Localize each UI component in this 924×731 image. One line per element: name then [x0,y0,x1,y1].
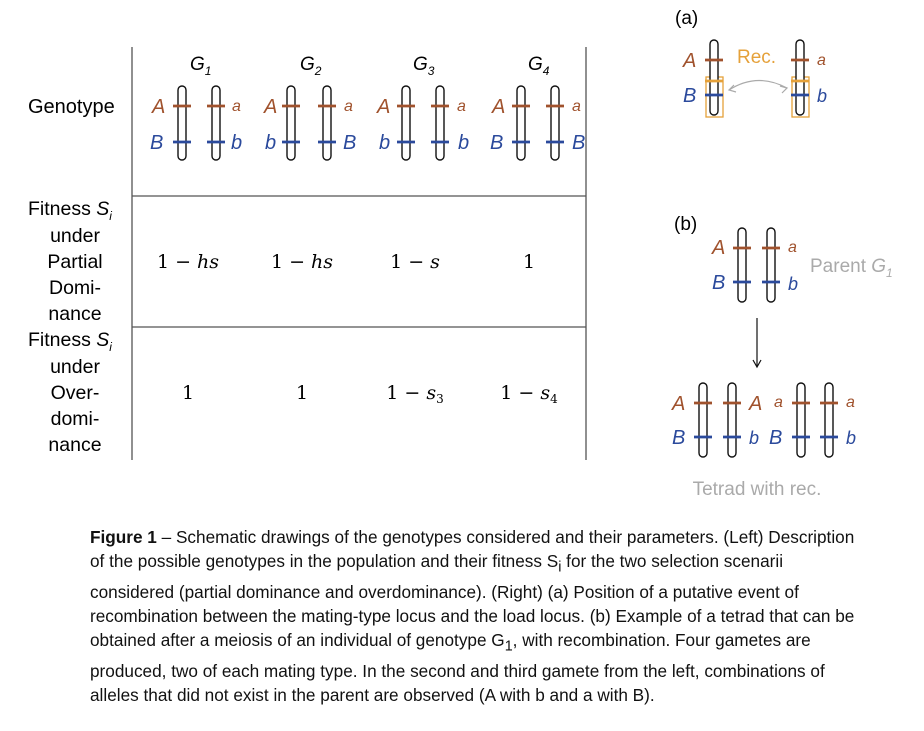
panel-b-parent: A B a b Parent G1 [711,227,893,303]
allele-label: b [379,132,390,154]
allele-label: B [490,132,503,154]
recombination-label: Rec. [737,47,776,68]
allele-label: a [457,98,466,115]
panel-b-tetrad: A B A b a B a b [671,382,856,458]
fitness-value: 1 − s [390,251,440,273]
allele-label: a [572,98,581,115]
allele-label: A [491,96,505,118]
row-label-line: under [50,356,100,378]
chromosome-icon [791,39,809,116]
caption-sub-2: 1 [504,638,513,655]
allele-label: B [572,132,585,154]
chromosome-icon [431,85,449,161]
allele-label: a [788,239,797,256]
allele-label: a [817,52,826,69]
allele-label: a [846,394,855,411]
genotype-cell-4: A B a B [490,85,585,161]
caption-sub: i [558,559,562,576]
allele-label: B [343,132,356,154]
chromosome-icon [762,227,780,303]
chromosome-icon [792,382,810,458]
allele-label: A [711,237,725,259]
allele-label: A [671,393,685,415]
allele-label: B [712,272,725,294]
chromosome-icon [173,85,191,161]
fitness-value: 1 − s4 [500,382,558,406]
chromosome-icon [282,85,300,161]
allele-label: B [150,132,163,154]
down-arrow-icon [752,318,762,369]
fitness-value: 1 [523,251,535,273]
allele-label: A [151,96,165,118]
row-label-line: Partial [47,251,102,273]
allele-label: A [376,96,390,118]
parent-label: Parent G1 [810,256,893,280]
row-label-line: Fitness Si [28,329,112,354]
allele-label: B [769,427,782,449]
allele-label: b [749,428,759,448]
row-label-line: nance [48,303,101,325]
allele-label: a [774,394,783,411]
panel-a-diagram: A B a b Rec. [682,39,827,118]
caption-text-2: for the two selection scenarii considere… [90,551,855,651]
chromosome-icon [733,227,751,303]
genotype-cell-2: A b a B [263,85,356,161]
col-header-3: G3 [413,54,435,78]
fitness-value: 1 [182,382,194,404]
allele-label: b [231,132,242,154]
row-label-line: nance [48,434,101,456]
genotype-cell-3: A b a b [376,85,469,161]
chromosome-icon [318,85,336,161]
fitness-value: 1 − hs [271,251,333,273]
chromosome-icon [207,85,225,161]
row-label-line: Over- [51,382,100,404]
genotype-cell-1: A B a b [150,85,242,161]
row-label-line: domi- [51,408,100,430]
allele-label: B [683,85,696,107]
caption-figure-number: Figure 1 [90,527,157,547]
row-label-overdominance: Fitness Si under Over- domi- nance [28,329,112,456]
fitness-value: 1 [296,382,308,404]
allele-label: A [748,393,762,415]
fitness-value: 1 − hs [157,251,219,273]
fitness-value: 1 − s3 [386,382,444,406]
caption-text-3: , with recombination. Four gametes are p… [90,630,825,706]
col-header-1: G1 [190,54,211,78]
allele-label: B [672,427,685,449]
double-arrow-icon [728,79,788,91]
row-label-line: under [50,225,100,247]
allele-label: b [788,274,798,294]
figure-canvas: G1 G2 G3 G4 Genotype A B a b A b [28,8,893,500]
figure-caption: Figure 1 – Schematic drawings of the gen… [90,525,860,707]
chromosome-icon [723,382,741,458]
allele-label: b [817,86,827,106]
allele-label: a [232,98,241,115]
chromosome-icon [546,85,564,161]
allele-label: a [344,98,353,115]
panel-a-label: (a) [675,8,698,29]
chromosome-icon [705,39,723,116]
panel-b-label: (b) [674,214,697,235]
genotype-row-label: Genotype [28,96,115,118]
allele-label: b [265,132,276,154]
row-label-partial-dominance: Fitness Si under Partial Domi- nance [28,198,112,325]
caption-text: – Schematic drawings of the genotypes co… [90,527,855,572]
chromosome-icon [694,382,712,458]
col-header-2: G2 [300,54,322,78]
row-label-line: Domi- [49,277,101,299]
chromosome-icon [512,85,530,161]
allele-label: b [458,132,469,154]
chromosome-icon [820,382,838,458]
allele-label: A [682,50,696,72]
column-headers: G1 G2 G3 G4 [190,54,550,78]
col-header-4: G4 [528,54,550,78]
allele-label: b [846,428,856,448]
tetrad-label: Tetrad with rec. [693,479,822,500]
allele-label: A [263,96,277,118]
chromosome-icon [397,85,415,161]
row-label-line: Fitness Si [28,198,112,223]
